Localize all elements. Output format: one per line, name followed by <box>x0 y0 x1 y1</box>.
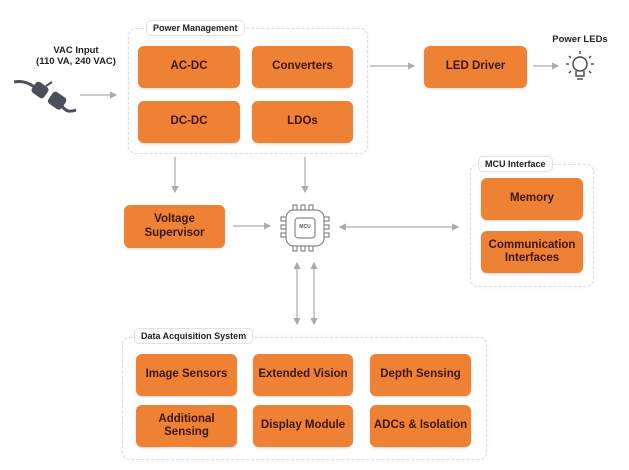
ac-dc-box: AC-DC <box>138 46 240 88</box>
voltage-supervisor-line1: Voltage <box>154 213 195 226</box>
mcu-label: MCU <box>299 224 311 230</box>
image-sensors-box: Image Sensors <box>136 354 237 396</box>
ldos-box: LDOs <box>252 101 353 143</box>
additional-sensing-box: Additional Sensing <box>136 405 237 447</box>
dc-dc-box: DC-DC <box>138 101 240 143</box>
extended-vision-box: Extended Vision <box>253 354 353 396</box>
comm-line2: Interfaces <box>504 252 560 264</box>
power-management-label: Power Management <box>146 20 245 36</box>
vac-input-range: (110 VA, 240 VAC) <box>36 56 116 68</box>
data-acquisition-label: Data Acquisition System <box>134 328 254 344</box>
power-leds-label: Power LEDs <box>552 34 608 45</box>
mcu-interface-label: MCU Interface <box>478 156 553 172</box>
power-plug-icon <box>13 80 77 113</box>
depth-sensing-box: Depth Sensing <box>370 354 471 396</box>
led-driver-box: LED Driver <box>424 46 527 88</box>
communication-interfaces-box: Communication Interfaces <box>481 231 583 273</box>
comm-line1: Communication <box>488 238 576 251</box>
voltage-supervisor-box: Voltage Supervisor <box>124 205 225 248</box>
light-bulb-icon <box>566 51 594 80</box>
adcs-isolation-box: ADCs & Isolation <box>370 405 471 447</box>
converters-box: Converters <box>252 46 353 88</box>
voltage-supervisor-line2: Supervisor <box>144 226 205 239</box>
display-module-box: Display Module <box>253 405 353 447</box>
memory-box: Memory <box>481 178 583 220</box>
chip-icon <box>280 204 330 252</box>
vac-input-label: VAC Input (110 VA, 240 VAC) <box>26 45 126 68</box>
vac-input-title: VAC Input <box>53 45 99 56</box>
